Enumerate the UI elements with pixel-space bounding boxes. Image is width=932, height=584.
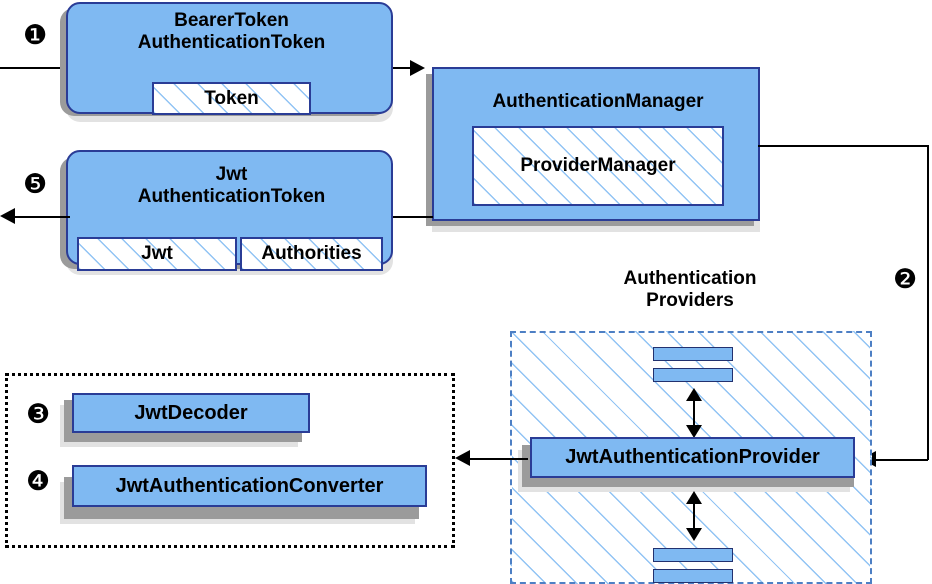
node-jwt-authentication-token[interactable]: Jwt AuthenticationToken Jwt Authorities	[66, 150, 393, 271]
node-authentication-manager[interactable]: AuthenticationManager ProviderManager	[432, 67, 760, 221]
step-marker-2: ❷	[893, 264, 918, 295]
jwt-authentication-converter-label: JwtAuthenticationConverter	[115, 474, 384, 497]
authentication-providers-label-line1: Authentication	[623, 268, 757, 289]
connector-provider-top-double-arrow	[693, 392, 695, 436]
jwt-authentication-provider-label: JwtAuthenticationProvider	[565, 446, 820, 468]
connector-manager-right	[758, 145, 928, 147]
arrowhead-response-out	[0, 208, 15, 224]
jwt-decoder-label: JwtDecoder	[134, 401, 248, 424]
provider-manager-label: ProviderManager	[520, 155, 676, 176]
connector-manager-to-jwt-token	[388, 216, 433, 218]
node-jwt-decoder[interactable]: JwtDecoder	[72, 393, 310, 433]
node-jwt-authentication-converter[interactable]: JwtAuthenticationConverter	[72, 465, 427, 507]
provider-stub-bar-top-2	[653, 368, 733, 382]
arrowhead-provider-to-support	[455, 450, 470, 466]
jwt-token-title-line1: Jwt	[215, 164, 248, 185]
arrowhead-provider-bottom-down	[686, 528, 702, 541]
jwt-token-inner-authorities-label: Authorities	[261, 243, 362, 264]
step-marker-5: ❺	[23, 169, 48, 200]
jwt-token-inner-authorities[interactable]: Authorities	[240, 237, 383, 271]
connector-right-down	[927, 145, 929, 460]
auth-manager-inner-provider-manager[interactable]: ProviderManager	[472, 126, 724, 206]
connector-token-to-manager	[393, 67, 422, 69]
connector-request-in	[0, 67, 72, 69]
jwt-token-inner-jwt-label: Jwt	[141, 243, 173, 264]
auth-manager-title: AuthenticationManager	[492, 91, 704, 112]
bearer-token-title-line1: BearerToken	[174, 10, 289, 31]
jwt-token-title-line2: AuthenticationToken	[137, 186, 326, 207]
connector-provider-to-support	[470, 458, 528, 460]
jwt-token-inner-jwt[interactable]: Jwt	[77, 237, 237, 271]
bearer-token-inner-token[interactable]: Token	[152, 82, 311, 115]
arrowhead-provider-top-down	[686, 425, 702, 438]
bearer-token-inner-token-label: Token	[204, 87, 259, 109]
connector-into-provider	[876, 459, 928, 461]
authentication-providers-label-line2: Providers	[646, 290, 734, 311]
jwt-support-container	[5, 373, 455, 548]
connector-provider-bottom-double-arrow	[693, 495, 695, 539]
provider-stub-bar-bottom-2	[653, 569, 733, 583]
node-jwt-authentication-provider[interactable]: JwtAuthenticationProvider	[530, 437, 855, 478]
node-bearer-token-authentication-token[interactable]: BearerToken AuthenticationToken Token	[66, 2, 393, 115]
bearer-token-title-line2: AuthenticationToken	[137, 32, 326, 53]
provider-stub-bar-bottom-1	[653, 548, 733, 562]
step-marker-1: ❶	[23, 20, 48, 51]
connector-response-out	[15, 216, 70, 218]
provider-stub-bar-top-1	[653, 347, 733, 361]
arrowhead-provider-bottom-up	[686, 491, 702, 504]
step-marker-3: ❸	[26, 399, 51, 430]
step-marker-4: ❹	[26, 466, 51, 497]
arrowhead-provider-top-up	[686, 388, 702, 401]
arrowhead-token-to-manager	[410, 60, 425, 76]
